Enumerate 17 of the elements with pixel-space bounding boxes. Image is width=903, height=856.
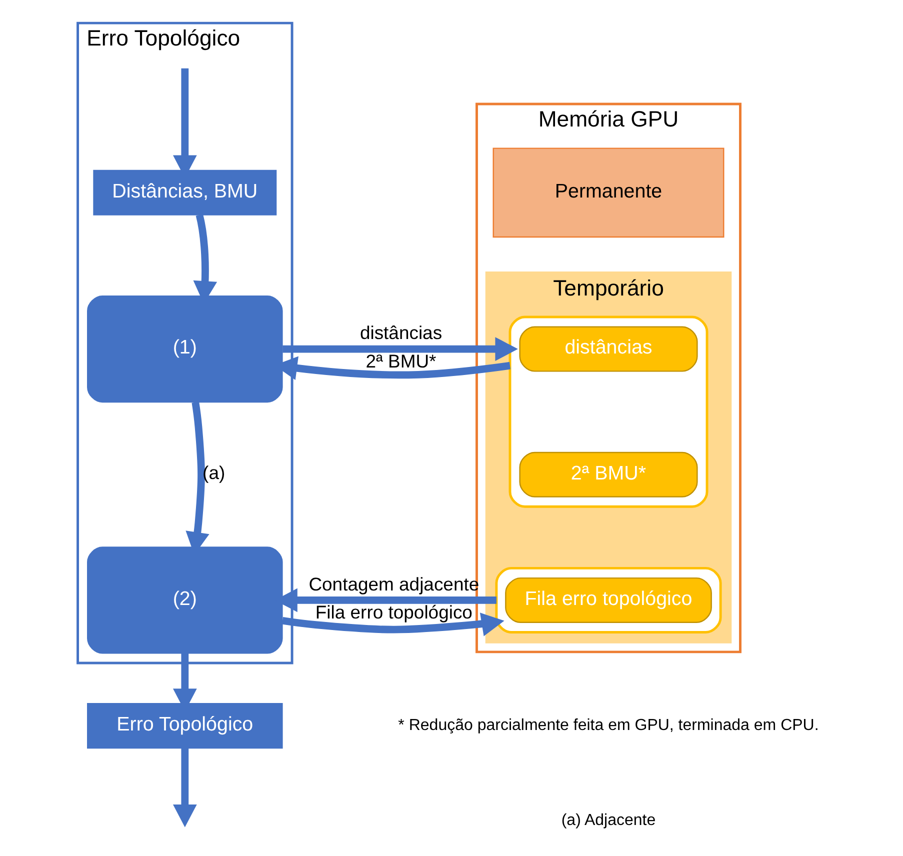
edge-label: Fila erro topológico [315, 602, 472, 623]
node-box: (2) [87, 546, 283, 654]
label: * Redução parcialmente feita em GPU, terminada em CPU. [398, 717, 819, 734]
edge-label: 2ª BMU* [366, 350, 436, 372]
cluster [495, 566, 722, 634]
node-box: (1) [87, 295, 283, 403]
node-box: 2ª BMU* [519, 452, 698, 498]
node-box: distâncias [519, 326, 698, 372]
node-box: Permanente [492, 148, 724, 238]
node-box: Distâncias, BMU [93, 170, 277, 216]
arrow [282, 337, 518, 361]
node-box: Erro Topológico [87, 703, 283, 749]
cluster [508, 316, 708, 508]
label: (a) Adjacente [561, 812, 656, 829]
arrow [172, 748, 197, 828]
node-box: Fila erro topológico [505, 577, 712, 623]
edge-label: distâncias [360, 322, 442, 344]
